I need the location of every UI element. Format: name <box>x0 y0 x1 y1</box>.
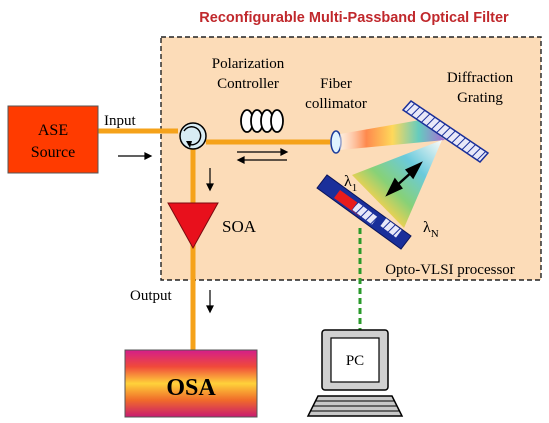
pc-label: PC <box>346 353 364 369</box>
osa-box <box>124 349 258 418</box>
down-arrow-lower <box>206 290 214 314</box>
spectrum-double-arrow <box>385 161 423 197</box>
diffraction-grating-icon <box>401 100 490 163</box>
polarization-controller-label-line2: Controller <box>217 76 279 92</box>
circulator-icon <box>179 122 207 150</box>
opto-vlsi-processor-icon <box>316 174 412 250</box>
lambda-1-label: λ1 <box>344 173 357 194</box>
diagram-title: Reconfigurable Multi-Passband Optical Fi… <box>199 10 509 26</box>
collimated-beam <box>340 120 445 150</box>
input-arrow <box>118 152 153 160</box>
input-label: Input <box>104 113 136 129</box>
down-arrow-upper <box>206 168 214 192</box>
diffraction-grating-label-line1: Diffraction <box>447 70 514 86</box>
polarization-controller-icon <box>240 109 284 133</box>
lambda-n-label: λN <box>423 219 439 240</box>
fiber-collimator-label-line2: collimator <box>305 96 367 112</box>
output-label: Output <box>130 288 173 304</box>
processor-label: Opto-VLSI processor <box>385 262 515 278</box>
polarization-controller-label-line1: Polarization <box>212 56 285 72</box>
ase-source-box <box>7 105 99 174</box>
fiber-collimator-icon <box>330 130 342 154</box>
soa-label: SOA <box>222 217 257 236</box>
pc-icon <box>306 329 404 417</box>
fiber-collimator-label-line1: Fiber <box>320 76 352 92</box>
soa-icon <box>167 202 219 250</box>
diffraction-grating-label-line2: Grating <box>457 90 503 106</box>
ase-source-label-line1: ASE <box>38 122 68 139</box>
fiber-paths <box>98 128 330 350</box>
osa-label: OSA <box>166 375 216 401</box>
bidirectional-arrows <box>236 148 289 164</box>
ase-source-label-line2: Source <box>31 144 75 161</box>
